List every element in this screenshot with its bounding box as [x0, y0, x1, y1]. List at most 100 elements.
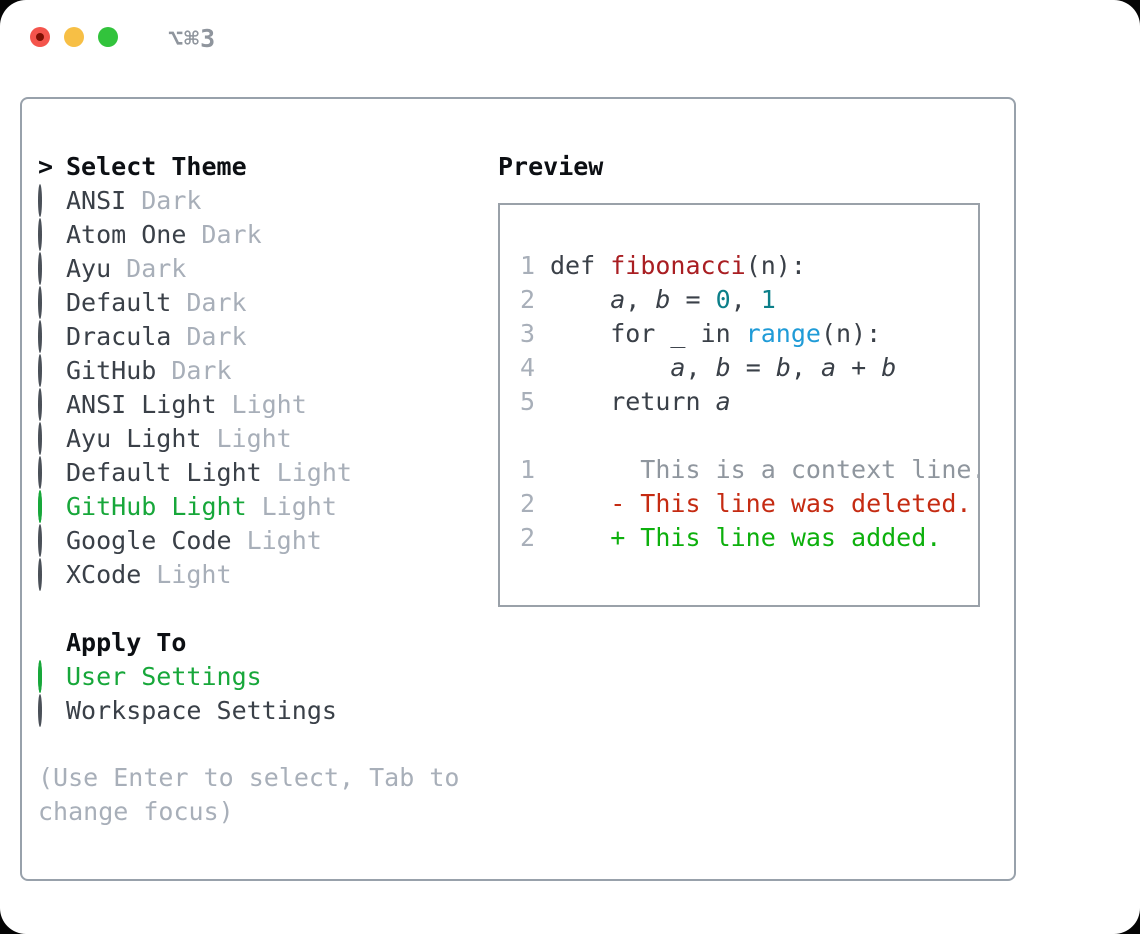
item-label: Ayu	[66, 253, 112, 283]
item-label: GitHub	[66, 355, 157, 385]
radio-slot	[38, 421, 66, 455]
radio-selected-icon	[38, 489, 42, 523]
code-line: 5 return a	[520, 385, 978, 419]
radio-slot	[38, 557, 66, 591]
item-variant-label: Light	[246, 525, 322, 555]
code-segment: =	[670, 285, 716, 314]
item-variant-label: Dark	[201, 219, 262, 249]
item-variant-label: Dark	[186, 287, 247, 317]
code-line: 1 This is a context line.	[520, 453, 978, 487]
code-segment	[550, 353, 670, 382]
code-line: 2 + This line was added.	[520, 521, 978, 555]
code-segment: a	[610, 285, 626, 314]
code-segment: def	[550, 251, 611, 280]
code-segment: ,	[685, 353, 716, 382]
radio-slot	[38, 183, 66, 217]
item-label: Ayu Light	[66, 423, 202, 453]
close-dot-icon	[36, 33, 44, 41]
code-line: 2 a, b = 0, 1	[520, 283, 978, 317]
radio-unselected-icon	[38, 523, 42, 557]
radio-slot	[38, 693, 66, 727]
code-segment: (n):	[820, 319, 882, 348]
apply-to-header: Apply To	[38, 625, 488, 659]
zoom-button[interactable]	[98, 27, 118, 47]
item-variant-label: Dark	[186, 321, 247, 351]
radio-selected-icon	[38, 659, 42, 693]
radio-slot	[38, 319, 66, 353]
radio-slot	[38, 523, 66, 557]
radio-slot	[38, 659, 66, 693]
code-segment: b	[775, 353, 791, 382]
item-label: Workspace Settings	[66, 695, 337, 725]
item-variant-label: Dark	[141, 185, 202, 215]
line-number: 1	[520, 455, 536, 484]
code-segment: a	[820, 353, 837, 382]
radio-unselected-icon	[38, 285, 42, 319]
item-variant-label: Light	[261, 491, 337, 521]
theme-item-dracula[interactable]: Dracula Dark	[38, 319, 488, 353]
close-button[interactable]	[30, 27, 50, 47]
item-variant-label: Dark	[171, 355, 232, 385]
item-variant-label: Dark	[126, 253, 187, 283]
code-line	[520, 419, 978, 453]
theme-item-default[interactable]: Default Dark	[38, 285, 488, 319]
window-title: ⌥⌘3	[168, 24, 217, 53]
radio-slot	[38, 455, 66, 489]
code-segment: 1	[760, 285, 776, 314]
preview-title: Preview	[498, 151, 604, 181]
minimize-button[interactable]	[64, 27, 84, 47]
item-label: Default	[66, 287, 172, 317]
preview-header: Preview	[498, 149, 998, 183]
line-number: 1	[520, 251, 536, 280]
theme-item-github[interactable]: GitHub Dark	[38, 353, 488, 387]
radio-slot	[38, 489, 66, 523]
code-segment: +	[836, 353, 882, 382]
selection-caret-icon: >	[38, 151, 54, 181]
titlebar: ⌥⌘3	[0, 0, 1140, 70]
radio-unselected-icon	[38, 387, 42, 421]
apply-to-item-workspace-settings[interactable]: Workspace Settings	[38, 693, 488, 727]
spacer	[38, 591, 488, 625]
code-segment: ,	[625, 285, 656, 314]
radio-unselected-icon	[38, 353, 42, 387]
code-segment: ,	[730, 285, 761, 314]
radio-unselected-icon	[38, 557, 42, 591]
code-segment: b	[715, 353, 731, 382]
line-number: 2	[520, 523, 536, 552]
apply-to-title: Apply To	[66, 627, 187, 657]
code-segment: a	[715, 387, 731, 416]
item-label: Dracula	[66, 321, 172, 351]
line-number: 2	[520, 489, 536, 518]
code-segment: (n):	[745, 251, 806, 280]
theme-list-header: > Select Theme	[38, 149, 488, 183]
apply-to-item-user-settings[interactable]: User Settings	[38, 659, 488, 693]
code-segment: fibonacci	[610, 251, 746, 280]
item-label: XCode	[66, 559, 142, 589]
code-segment: return	[550, 387, 716, 416]
code-line: 1 def fibonacci(n):	[520, 249, 978, 283]
item-variant-label: Light	[276, 457, 352, 487]
item-label: ANSI Light	[66, 389, 217, 419]
line-number: 2	[520, 285, 536, 314]
code-segment	[550, 285, 610, 314]
line-number: 4	[520, 353, 536, 382]
radio-unselected-icon	[38, 183, 42, 217]
code-segment: range	[745, 319, 821, 348]
radio-slot	[38, 353, 66, 387]
radio-unselected-icon	[38, 251, 42, 285]
code-line: 2 - This line was deleted.	[520, 487, 978, 521]
theme-item-ayu[interactable]: Ayu Dark	[38, 251, 488, 285]
radio-unselected-icon	[38, 421, 42, 455]
